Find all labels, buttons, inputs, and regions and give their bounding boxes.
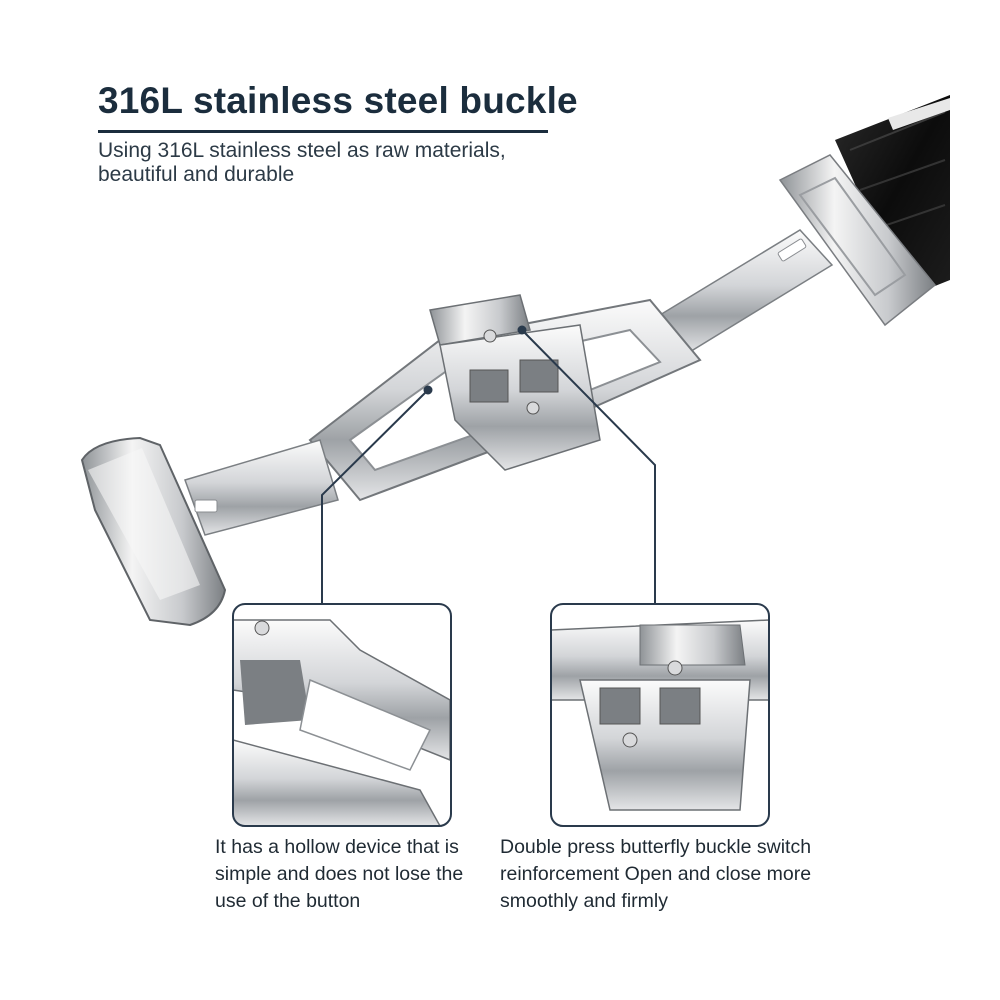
- left-band-arm: [184, 439, 339, 536]
- title-underline: [98, 130, 548, 133]
- callout-pointers: [321, 325, 656, 604]
- butterfly-clasp: [308, 294, 702, 502]
- page-title: 316L stainless steel buckle: [98, 80, 578, 121]
- caption-hollow-device: It has a hollow device that is simple an…: [215, 836, 464, 912]
- page-subtitle: Using 316L stainless steel as raw materi…: [98, 139, 506, 186]
- buckle-end-cap: [80, 436, 227, 627]
- right-band-arm: [653, 229, 834, 354]
- detail-panel-right: [550, 603, 770, 827]
- caption-butterfly-switch: Double press butterfly buckle switch rei…: [500, 836, 812, 912]
- strap-keeper: [778, 154, 937, 327]
- detail-panel-left: [232, 603, 452, 827]
